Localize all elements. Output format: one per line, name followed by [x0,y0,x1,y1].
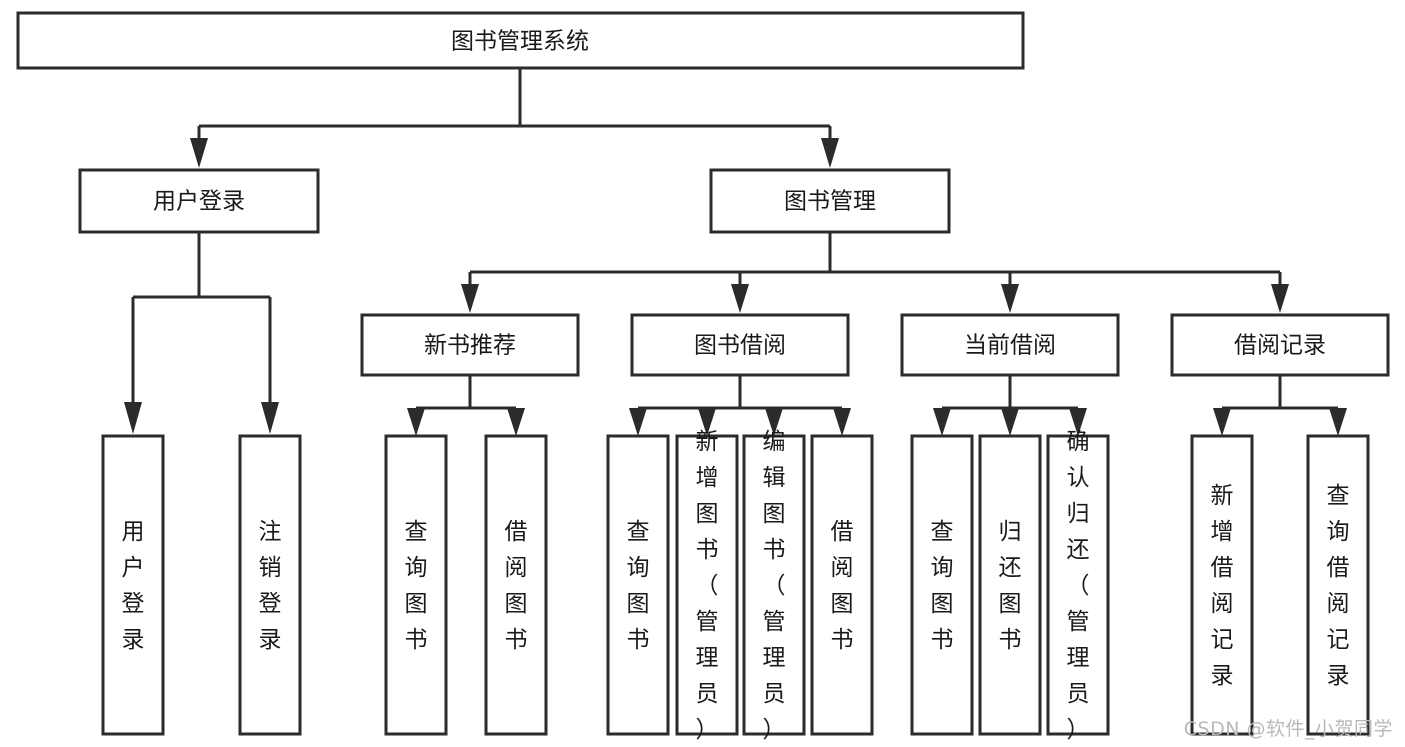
node-leaf-add-record[interactable]: 新增借阅记录 [1190,434,1254,736]
node-leaf-user-logout-box[interactable] [238,434,302,736]
node-book-borrow-box[interactable] [630,313,850,377]
node-leaf-edit-book[interactable]: 编辑图书（管理员） [742,429,806,743]
node-leaf-query-book-1-box[interactable] [384,434,448,736]
arrow-leaf-borrow-book-1 [507,408,525,436]
node-leaf-return-book-box[interactable] [978,434,1042,736]
arrow-leaf-confirm-return [1069,408,1087,436]
node-leaf-return-book-label: 归还图书 [999,519,1022,653]
node-new-book-recommend-label: 新书推荐 [424,333,516,359]
arrow-leaf-user-login [124,402,142,434]
arrow-leaf-return-book [1001,408,1019,436]
node-borrow-record[interactable]: 借阅记录 [1170,313,1390,377]
node-root-box[interactable] [16,11,1025,70]
node-borrow-record-label: 借阅记录 [1234,333,1326,359]
node-leaf-borrow-book-1[interactable]: 借阅图书 [484,434,548,736]
node-leaf-add-book-box[interactable] [675,434,739,736]
arrow-to-borrow-record [1271,284,1289,313]
node-new-book-recommend-box[interactable] [360,313,580,377]
node-book-manage[interactable]: 图书管理 [709,168,951,234]
node-leaf-edit-book-label: 编辑图书（管理员） [763,429,786,743]
arrow-to-new-book-recommend [461,284,479,313]
arrow-leaf-edit-book [765,408,783,436]
node-leaf-query-book-3-label: 查询图书 [931,519,954,653]
node-book-manage-box[interactable] [709,168,951,234]
node-leaf-add-book-label: 新增图书（管理员） [696,429,719,743]
node-leaf-query-book-2-label: 查询图书 [627,519,650,653]
arrow-leaf-user-logout [261,402,279,434]
arrow-to-book-manage [821,138,839,168]
node-user-login-label: 用户登录 [153,189,245,215]
arrow-leaf-query-book-2 [629,408,647,436]
arrow-leaf-query-book-1 [407,408,425,436]
node-leaf-user-logout[interactable]: 注销登录 [238,434,302,736]
node-leaf-query-book-1[interactable]: 查询图书 [384,434,448,736]
node-leaf-query-book-3[interactable]: 查询图书 [910,434,974,736]
node-leaf-query-book-2-box[interactable] [606,434,670,736]
node-new-book-recommend[interactable]: 新书推荐 [360,313,580,377]
arrow-to-book-borrow [731,284,749,313]
node-leaf-user-logout-label: 注销登录 [259,519,282,653]
node-current-borrow-box[interactable] [900,313,1120,377]
node-leaf-confirm-return-box[interactable] [1046,434,1110,736]
connector-layer [124,68,1347,436]
node-leaf-borrow-book-1-box[interactable] [484,434,548,736]
node-leaf-query-record-label: 查询借阅记录 [1327,483,1350,689]
node-leaf-query-record[interactable]: 查询借阅记录 [1306,434,1370,736]
node-leaf-add-record-label: 新增借阅记录 [1211,483,1234,689]
node-leaf-return-book[interactable]: 归还图书 [978,434,1042,736]
node-leaf-confirm-return-label: 确认归还（管理员） [1067,429,1090,743]
arrow-leaf-add-record [1213,408,1231,436]
arrow-to-user-login [190,138,208,168]
node-leaf-query-record-box[interactable] [1306,434,1370,736]
node-leaf-borrow-book-2[interactable]: 借阅图书 [810,434,874,736]
node-book-manage-label: 图书管理 [784,189,876,215]
node-leaf-user-login[interactable]: 用户登录 [101,434,165,736]
node-leaf-borrow-book-2-label: 借阅图书 [831,519,854,653]
node-user-login-box[interactable] [78,168,320,234]
arrow-leaf-add-book [698,408,716,436]
node-leaf-query-book-1-label: 查询图书 [405,519,428,653]
node-book-borrow[interactable]: 图书借阅 [630,313,850,377]
arrow-leaf-query-record [1329,408,1347,436]
node-leaf-confirm-return[interactable]: 确认归还（管理员） [1046,429,1110,743]
node-leaf-borrow-book-1-label: 借阅图书 [505,519,528,653]
arrow-leaf-borrow-book-2 [833,408,851,436]
node-leaf-user-login-box[interactable] [101,434,165,736]
node-book-borrow-label: 图书借阅 [694,333,786,359]
node-root-label: 图书管理系统 [451,29,589,55]
node-leaf-borrow-book-2-box[interactable] [810,434,874,736]
arrow-to-current-borrow [1001,284,1019,313]
node-root[interactable]: 图书管理系统 [16,11,1025,70]
node-leaf-query-book-3-box[interactable] [910,434,974,736]
node-leaf-add-book[interactable]: 新增图书（管理员） [675,429,739,743]
node-current-borrow-label: 当前借阅 [964,333,1056,359]
node-current-borrow[interactable]: 当前借阅 [900,313,1120,377]
node-leaf-user-login-label: 用户登录 [122,519,145,653]
node-leaf-edit-book-box[interactable] [742,434,806,736]
node-user-login[interactable]: 用户登录 [78,168,320,234]
node-leaf-add-record-box[interactable] [1190,434,1254,736]
node-borrow-record-box[interactable] [1170,313,1390,377]
node-leaf-query-book-2[interactable]: 查询图书 [606,434,670,736]
arrow-leaf-query-book-3 [933,408,951,436]
